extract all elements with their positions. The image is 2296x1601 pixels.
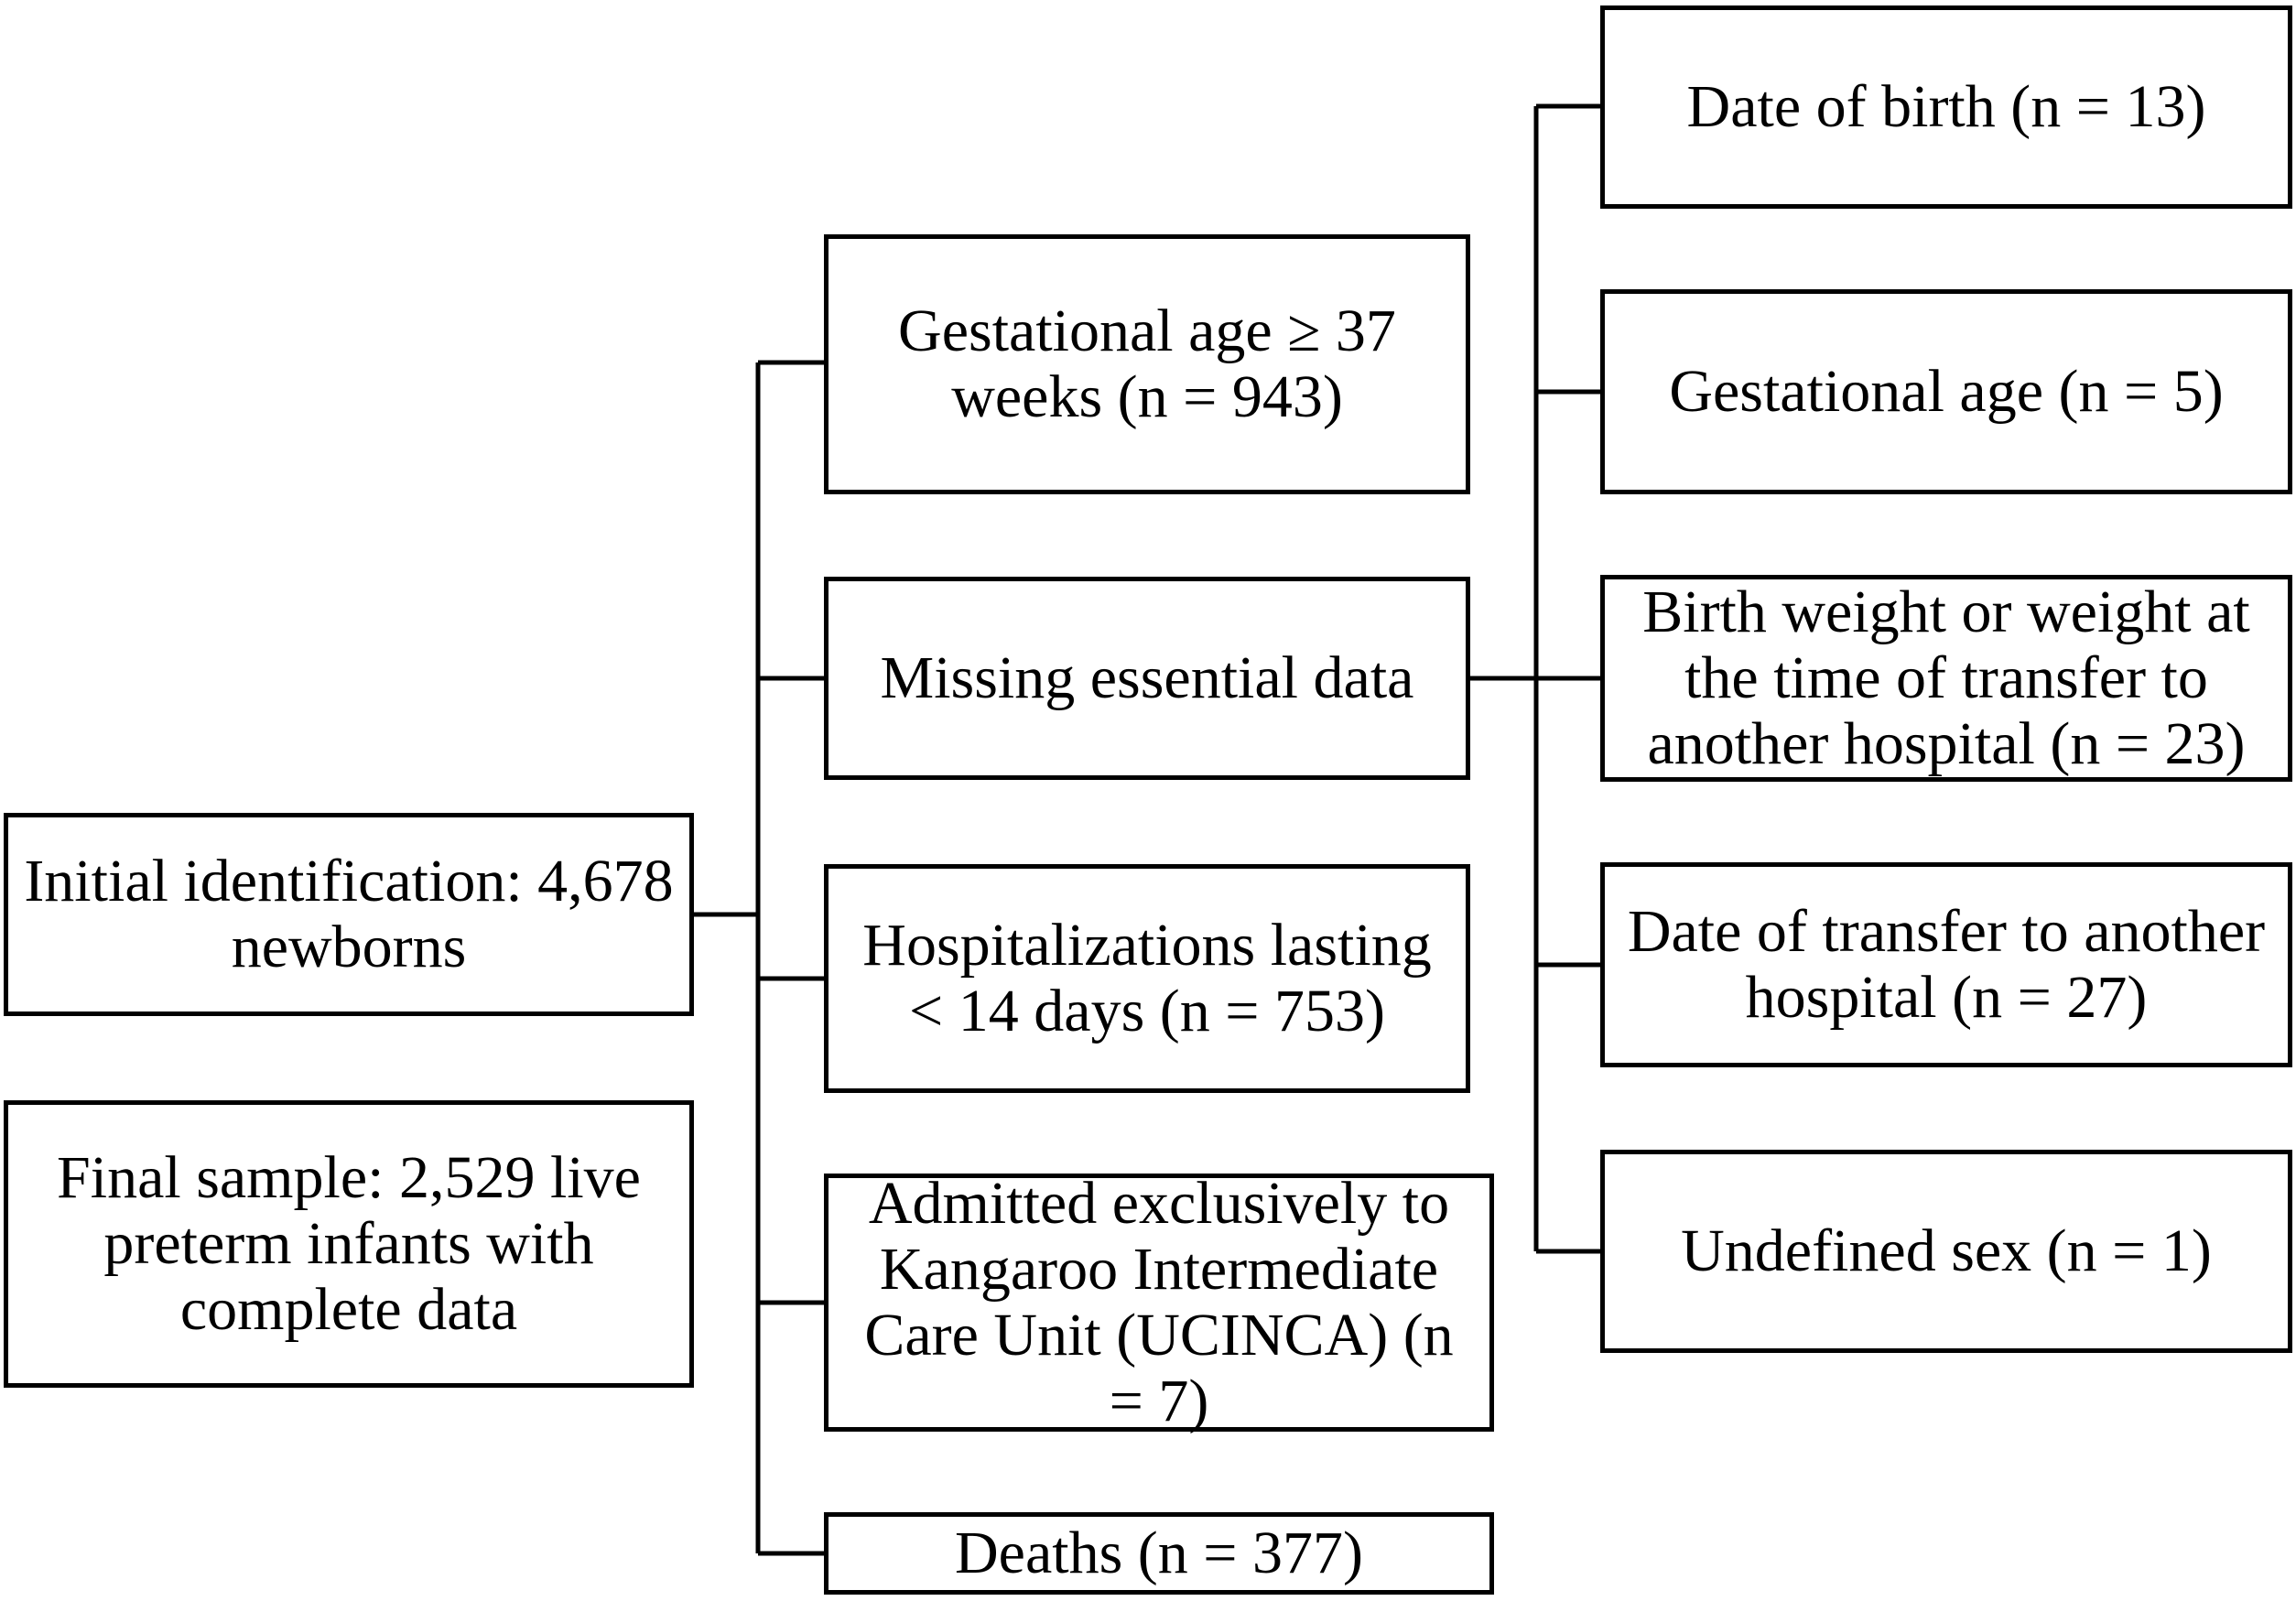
exclusion-ucinca-text: Admitted exclusively to Kangaroo Interme… — [864, 1170, 1454, 1434]
exclusion-short-stay-text: Hospitalizations lasting < 14 days (n = … — [862, 912, 1432, 1044]
missing-undefined-sex-text: Undefined sex (n = 1) — [1681, 1217, 2212, 1284]
missing-transfer-date-box: Date of transfer to another hospital (n … — [1600, 862, 2292, 1067]
exclusion-gestational-age-text: Gestational age ≥ 37 weeks (n = 943) — [898, 297, 1396, 430]
initial-identification-box: Initial identification: 4,678 newborns — [4, 813, 694, 1016]
missing-birth-weight-text: Birth weight or weight at the time of tr… — [1642, 579, 2250, 777]
exclusion-ucinca-box: Admitted exclusively to Kangaroo Interme… — [824, 1170, 1494, 1434]
exclusion-deaths-box: Deaths (n = 377) — [824, 1512, 1494, 1595]
missing-gestational-age-box: Gestational age (n = 5) — [1600, 289, 2292, 494]
exclusion-gestational-age-box: Gestational age ≥ 37 weeks (n = 943) — [824, 234, 1470, 494]
missing-birth-weight-box: Birth weight or weight at the time of tr… — [1600, 575, 2292, 782]
exclusion-deaths-text: Deaths (n = 377) — [955, 1520, 1363, 1586]
exclusion-missing-data-box: Missing essential data — [824, 577, 1470, 780]
final-sample-box: Final sample: 2,529 live preterm infants… — [4, 1100, 694, 1388]
missing-transfer-date-text: Date of transfer to another hospital (n … — [1627, 898, 2266, 1031]
missing-date-of-birth-box: Date of birth (n = 13) — [1600, 5, 2292, 209]
final-sample-text: Final sample: 2,529 live preterm infants… — [57, 1144, 641, 1343]
missing-gestational-age-text: Gestational age (n = 5) — [1669, 358, 2224, 425]
exclusion-missing-data-text: Missing essential data — [880, 644, 1414, 711]
missing-date-of-birth-text: Date of birth (n = 13) — [1686, 73, 2206, 140]
exclusion-short-stay-box: Hospitalizations lasting < 14 days (n = … — [824, 864, 1470, 1093]
initial-identification-text: Initial identification: 4,678 newborns — [24, 848, 674, 980]
missing-undefined-sex-box: Undefined sex (n = 1) — [1600, 1150, 2292, 1353]
